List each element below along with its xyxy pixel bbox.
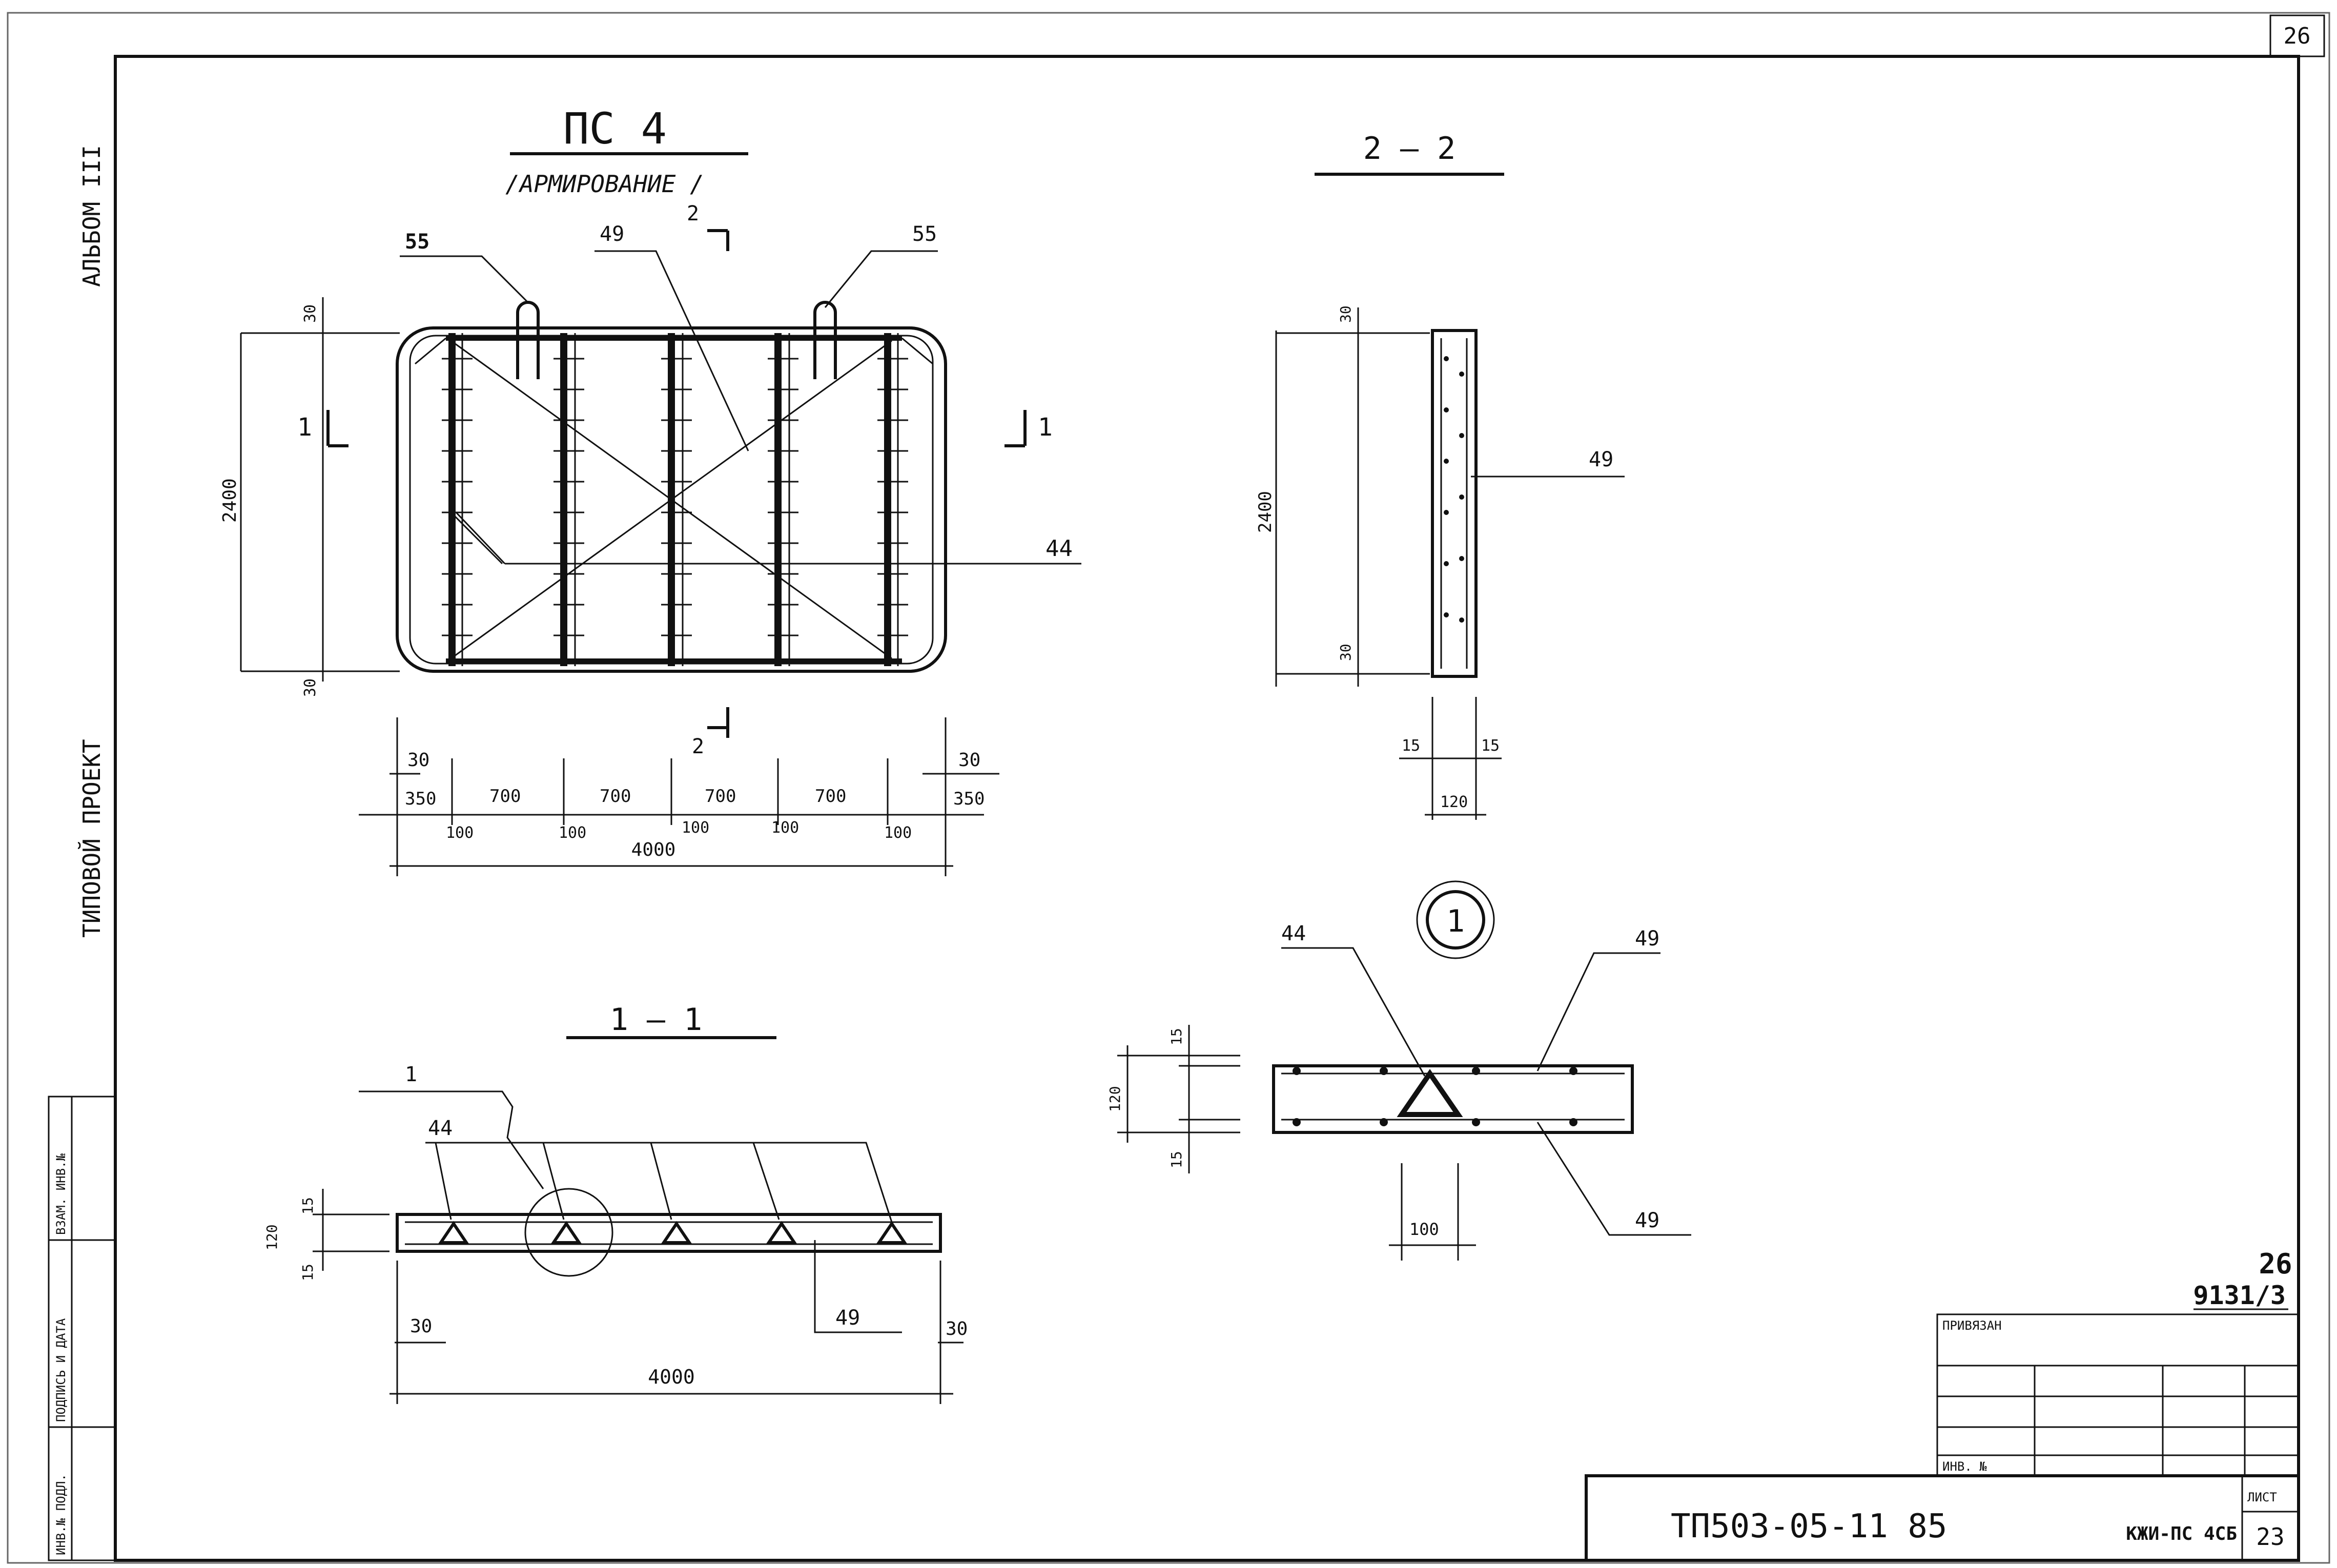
section22-dim-width: 120 [1440, 793, 1468, 811]
plan-title: ПС 4 [563, 104, 667, 154]
section-1-right: 1 [1038, 413, 1053, 442]
cage-1 [448, 333, 463, 666]
project-code: ТП503-05-11 85 [1671, 1508, 1947, 1545]
stamp-cell-signature: ПОДПИСЬ И ДАТА [54, 1318, 68, 1422]
callout-44-plan: 44 [1046, 535, 1073, 562]
callout-55-left: 55 [405, 230, 429, 254]
section11-title: 1 — 1 [610, 1002, 703, 1038]
section22-title: 2 — 2 [1363, 131, 1456, 167]
plan-dim-700-4: 700 [815, 786, 846, 807]
sheet-code-bottom: 9131/3 [2193, 1281, 2286, 1310]
plan-view: ПС 4 /АРМИРОВАНИЕ / [219, 104, 1081, 876]
detail1-truss [1397, 1069, 1463, 1117]
detail-marker: 1 [1446, 903, 1465, 939]
plan-dim-100-3: 100 [682, 819, 709, 837]
cage-3 [668, 333, 684, 666]
detail1-dim-120: 120 [1106, 1086, 1123, 1112]
plan-dim-height: 2400 [219, 478, 240, 523]
section22-dim-15-left: 15 [1402, 737, 1420, 755]
detail1-dim-100: 100 [1409, 1220, 1439, 1239]
section11-dim-15b: 15 [299, 1264, 316, 1281]
section-2-top: 2 [687, 202, 699, 225]
section11-callout-1: 1 [405, 1063, 417, 1086]
plan-dim-right-30: 30 [958, 750, 980, 771]
detail-1-circle [524, 1188, 613, 1277]
plan-dim-100-5: 100 [884, 824, 912, 842]
plan-dim-700-1: 700 [489, 786, 521, 807]
cage-2 [560, 333, 576, 666]
section11-dim-120: 120 [263, 1224, 280, 1250]
section11-dim-total: 4000 [648, 1366, 695, 1388]
callout-49-plan: 49 [600, 222, 624, 246]
privyazan-label: ПРИВЯЗАН [1942, 1318, 2002, 1333]
plan-dim-total: 4000 [631, 839, 676, 860]
list-number: 23 [2256, 1523, 2284, 1551]
detail1-callout-49-bottom: 49 [1635, 1209, 1659, 1232]
slab-outline [396, 326, 947, 673]
detail1-callout-44: 44 [1281, 922, 1306, 945]
section22-dim-15-right: 15 [1481, 737, 1500, 755]
stamp-cell-replace: ВЗАМ. ИНВ.№ [54, 1153, 68, 1235]
section-1-left: 1 [297, 413, 312, 442]
plan-dim-left-30: 30 [407, 750, 429, 771]
sheet-border [114, 55, 2300, 1562]
callout-55-right: 55 [912, 222, 937, 246]
mark-code: КЖИ-ПС 4СБ [2126, 1523, 2237, 1544]
list-label: ЛИСТ [2247, 1490, 2277, 1504]
sheet-edge [7, 12, 2330, 1564]
plan-dim-700-3: 700 [705, 786, 736, 807]
plan-dim-100-1: 100 [446, 824, 474, 842]
section-1-1: 1 — 1 1 44 49 15 120 15 30 [263, 1002, 968, 1404]
title-block: 26 9131/3 ПРИВЯЗАН ИНВ. № ТП503-05-11 85… [1585, 1248, 2300, 1562]
inv-label: ИНВ. № [1942, 1459, 1987, 1474]
corner-number: 26 [2284, 23, 2311, 49]
sheet-code-top: 26 [2259, 1248, 2292, 1280]
section22-callout-49: 49 [1589, 448, 1613, 471]
plan-dim-100-4: 100 [771, 819, 799, 837]
section-2-bottom: 2 [692, 735, 704, 758]
plan-dim-top: 30 [301, 304, 319, 323]
detail1-dim-15-bottom: 15 [1168, 1151, 1185, 1168]
section22-dim-top: 30 [1337, 305, 1354, 323]
plan-dim-100-2: 100 [559, 824, 586, 842]
section11-callout-49: 49 [835, 1306, 860, 1330]
left-stamp-strip: ИНВ.№ ПОДЛ. ПОДПИСЬ И ДАТА ВЗАМ. ИНВ.№ [48, 1096, 116, 1561]
section11-callout-44: 44 [428, 1117, 453, 1140]
lifting-loop-right [813, 301, 837, 379]
section11-dim-30-right: 30 [946, 1318, 968, 1339]
plan-subtitle: /АРМИРОВАНИЕ / [505, 170, 704, 198]
cage-5 [884, 333, 899, 666]
plan-dim-350-right: 350 [953, 789, 985, 809]
detail-marker-circle [1416, 880, 1495, 959]
section22-dim-bottom: 30 [1337, 644, 1354, 661]
section-2-2: 2 — 2 2400 30 30 49 15 15 120 [1255, 131, 1625, 820]
detail1-callout-49-top: 49 [1635, 927, 1659, 951]
section22-dim-height: 2400 [1255, 491, 1276, 533]
project-type-label: ТИПОВОЙ ПРОЕКТ [78, 739, 106, 938]
detail1-slab [1272, 1064, 1634, 1134]
cage-4 [774, 333, 790, 666]
section11-dim-30-left: 30 [410, 1316, 432, 1337]
section22-slab [1431, 329, 1478, 678]
stamp-cell-inv: ИНВ.№ ПОДЛ. [54, 1474, 68, 1555]
plan-dim-350-left: 350 [405, 789, 436, 809]
detail-1: 1 44 49 49 15 120 15 100 [1106, 880, 1691, 1261]
plan-dim-bottom: 30 [301, 678, 319, 697]
section11-dim-15: 15 [299, 1197, 316, 1214]
detail1-dim-15-top: 15 [1168, 1028, 1185, 1045]
section11-slab [396, 1213, 942, 1253]
corner-number-box [2269, 14, 2325, 57]
album-label: АЛЬБОМ III [78, 145, 106, 287]
plan-dim-700-2: 700 [600, 786, 631, 807]
lifting-loop-left [516, 301, 540, 379]
